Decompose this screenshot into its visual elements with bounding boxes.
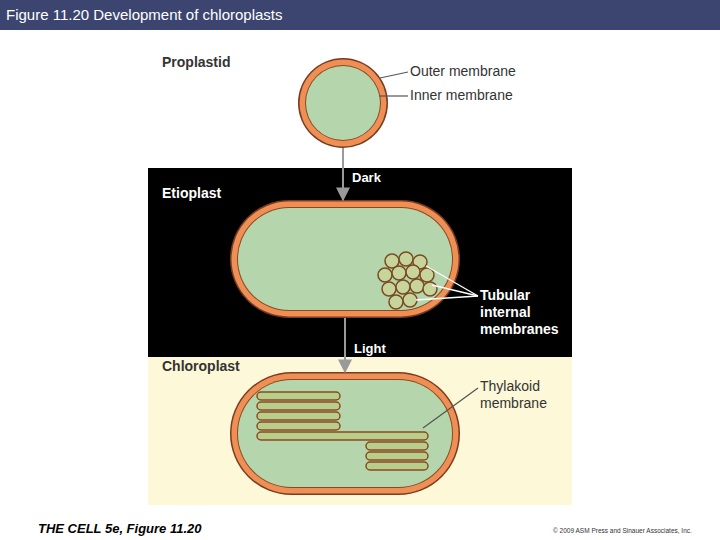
tubular-membranes [378,252,437,309]
membrane-ring [305,65,381,141]
part-label: Inner membrane [410,87,513,104]
transition-arrow [342,148,344,200]
stage-heading: Etioplast [162,185,221,201]
membrane-ring [300,60,387,147]
light-band [148,357,572,505]
thylakoid-stack [257,392,428,470]
part-label: THE CELL 5e, Figure 11.20 [38,520,202,537]
membrane-ring [306,66,380,140]
membrane-ring [238,380,452,487]
dark-band [148,168,572,357]
stage-heading: Proplastid [162,54,230,70]
membrane-ring [232,374,459,494]
condition-label: Dark [352,170,381,185]
leader-line [379,72,478,428]
leader-line [416,266,478,300]
title-bar [0,0,720,30]
membrane-ring [298,58,388,148]
transition-arrow [344,318,346,372]
membrane-ring [230,372,460,495]
membrane-ring [237,379,453,488]
membrane-ring [238,208,452,310]
membrane-ring [230,200,460,318]
plastid-node: Proplastid [298,58,388,148]
plastid-outline [298,58,388,148]
part-label: Outer membrane [410,63,516,80]
condition-label: Light [354,341,386,356]
part-label: Thylakoid membrane [480,378,564,412]
part-label: © 2009 ASM Press and Sinauer Associates,… [553,526,692,535]
part-label: Tubular internal membranes [480,287,564,338]
membrane-ring [237,207,453,311]
stage-heading: Chloroplast [162,358,240,374]
light-band [148,45,572,168]
figure-title: Figure 11.20 Development of chloroplasts [6,6,283,23]
